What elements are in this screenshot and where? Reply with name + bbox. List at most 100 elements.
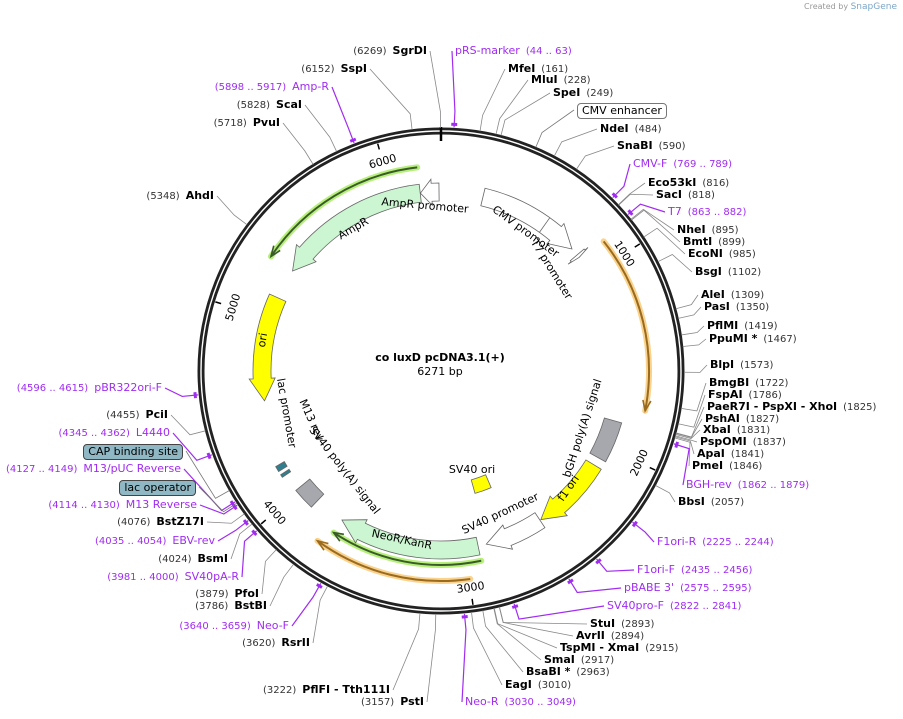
feature-label-cap-binding-site[interactable]: CAP binding site [83,444,183,460]
primer-neo-r[interactable]: Neo-R(3030 .. 3049) [465,695,582,710]
enzyme-pfoi[interactable]: (3879)PfoI [195,587,259,602]
enzyme-pshai[interactable]: PshAI(1827) [705,412,785,427]
feature-m13-rev[interactable] [280,468,292,478]
site-position: (4127 .. 4149) [5,464,78,475]
primer-f1ori-f[interactable]: F1ori-F(2435 .. 2456) [637,563,758,578]
primer-f1ori-r[interactable]: F1ori-R(2225 .. 2244) [657,535,780,550]
primer-cmv-f[interactable]: CMV-F(769 .. 789) [633,157,738,172]
feature-cmv-promoter[interactable] [480,187,573,250]
enzyme-pvui[interactable]: (5718)PvuI [214,116,280,131]
enzyme-bbsi[interactable]: BbsI(2057) [678,495,750,510]
enzyme-econi[interactable]: EcoNI(985) [688,247,762,262]
feature-shape[interactable] [292,183,422,272]
feature-shape[interactable] [295,478,325,508]
feature-shape[interactable] [485,512,546,550]
primer-sv40pro-f[interactable]: SV40pro-F(2822 .. 2841) [607,599,747,614]
feature-neor-kanr[interactable] [341,519,481,560]
feature-shape[interactable] [589,417,623,463]
feature-ori[interactable] [248,293,287,402]
feature-ampr-promoter[interactable] [419,178,440,207]
feature-sv40-ori[interactable] [470,474,492,494]
feature-label-lac-operator[interactable]: lac operator [119,480,196,496]
enzyme-mlui[interactable]: MluI(228) [531,73,597,88]
feature-sv40-poly-a-signal[interactable] [295,478,325,508]
feature-shape[interactable] [419,178,440,207]
feature-lac-promoter[interactable] [275,461,288,473]
primer-pbabe-3[interactable]: pBABE 3'(2575 .. 2595) [624,581,758,596]
enzyme-stui[interactable]: StuI(2893) [590,617,660,632]
enzyme-tspmi-xmai[interactable]: TspMI - XmaI(2915) [560,641,684,656]
enzyme-pspomi[interactable]: PspOMI(1837) [700,435,792,450]
enzyme-spei[interactable]: SpeI(249) [553,86,619,101]
primer-pbr322ori-f[interactable]: (4596 .. 4615)pBR322ori-F [17,381,162,396]
primer-m13-reverse[interactable]: (4114 .. 4130)M13 Reverse [48,498,197,513]
site-position: (3640 .. 3659) [179,621,251,632]
enzyme-sspi[interactable]: (6152)SspI [301,62,367,77]
site-position: (1837) [752,437,786,448]
feature-sv40-promoter[interactable] [485,512,546,550]
enzyme-blpi[interactable]: BlpI(1573) [710,358,779,373]
enzyme-nhei[interactable]: NheI(895) [677,223,744,238]
enzyme-mfei[interactable]: MfeI(161) [508,62,574,77]
enzyme-sgrdi[interactable]: (6269)SgrDI [353,44,427,59]
enzyme-ppumi[interactable]: PpuMI *(1467) [709,332,803,347]
primer-t7[interactable]: T7(863 .. 882) [668,205,752,220]
feature-shape[interactable] [480,187,573,250]
enzyme-bstz17i[interactable]: (4076)BstZ17I [117,515,204,530]
enzyme-eco53ki[interactable]: Eco53kI(816) [648,176,735,191]
site-name: PmeI [692,459,724,472]
primer-leader [627,203,666,216]
enzyme-bmti[interactable]: BmtI(899) [683,235,751,250]
primer-neo-f[interactable]: (3640 .. 3659)Neo-F [179,619,289,634]
site-position: (1841) [730,449,765,460]
enzyme-bmgbi[interactable]: BmgBI(1722) [709,376,794,391]
feature-shape[interactable] [280,468,292,478]
primer-amp-r[interactable]: (5898 .. 5917)Amp-R [215,80,329,95]
feature-bgh-poly-a-signal[interactable] [589,417,623,463]
primer-l4440[interactable]: (4345 .. 4362)L4440 [58,426,170,441]
enzyme-fspai[interactable]: FspAI(1786) [708,388,788,403]
enzyme-apai[interactable]: ApaI(1841) [697,447,770,462]
primer-sv40pa-r[interactable]: (3981 .. 4000)SV40pA-R [107,570,239,585]
enzyme-paer7i-pspxi-xhoi[interactable]: PaeR7I - PspXI - XhoI(1825) [707,400,882,415]
enzyme-rsrii[interactable]: (3620)RsrII [242,636,310,651]
enzyme-scai[interactable]: (5828)ScaI [237,98,302,113]
primer-m13-puc-reverse[interactable]: (4127 .. 4149)M13/pUC Reverse [6,462,181,477]
feature-shape[interactable] [341,519,481,560]
primer-prs-marker[interactable]: pRS-marker(44 .. 63) [455,44,578,59]
enzyme-psti[interactable]: (3157)PstI [361,695,424,710]
enzyme-leader [493,608,558,649]
enzyme-bsmi[interactable]: (4024)BsmI [158,552,228,567]
feature-ampr[interactable] [292,183,422,272]
enzyme-saci[interactable]: SacI(818) [656,188,721,203]
enzyme-pcii[interactable]: (4455)PciI [106,408,168,423]
enzyme-eagi[interactable]: EagI(3010) [505,678,577,693]
enzyme-alei[interactable]: AleI(1309) [701,288,770,303]
tick-label: 2000 [628,447,652,478]
enzyme-ahdi[interactable]: (5348)AhdI [146,189,214,204]
enzyme-leader [576,145,615,170]
primer-ebv-rev[interactable]: (4035 .. 4054)EBV-rev [95,534,215,549]
enzyme-smai[interactable]: SmaI(2917) [544,653,620,668]
feature-label-cmv-enhancer[interactable]: CMV enhancer [577,103,667,119]
feature-shape[interactable] [275,461,288,473]
feature-shape[interactable] [470,474,492,494]
enzyme-pmei[interactable]: PmeI(1846) [692,459,768,474]
enzyme-ndei[interactable]: NdeI(484) [600,122,668,137]
feature-f1-ori[interactable] [540,459,602,521]
enzyme-snabi[interactable]: SnaBI(590) [617,139,692,154]
feature-shape[interactable] [248,293,287,402]
enzyme-bsabi[interactable]: BsaBI *(2963) [526,665,616,680]
enzyme-pasi[interactable]: PasI(1350) [704,300,775,315]
enzyme-bsgi[interactable]: BsgI(1102) [695,265,767,280]
feature-shape[interactable] [567,247,589,265]
enzyme-pflmi[interactable]: PflMI(1419) [707,319,784,334]
feature-t7-promoter[interactable] [567,247,589,265]
enzyme-leader [682,338,707,347]
enzyme-avrii[interactable]: AvrII(2894) [576,629,650,644]
primer-bgh-rev[interactable]: BGH-rev(1862 .. 1879) [686,478,815,493]
enzyme-xbai[interactable]: XbaI(1831) [703,423,776,438]
feature-shape[interactable] [540,459,602,521]
enzyme-bstbi[interactable]: (3786)BstBI [195,599,267,614]
enzyme-pflfi-tth111i[interactable]: (3222)PflFI - Tth111I [263,683,390,698]
